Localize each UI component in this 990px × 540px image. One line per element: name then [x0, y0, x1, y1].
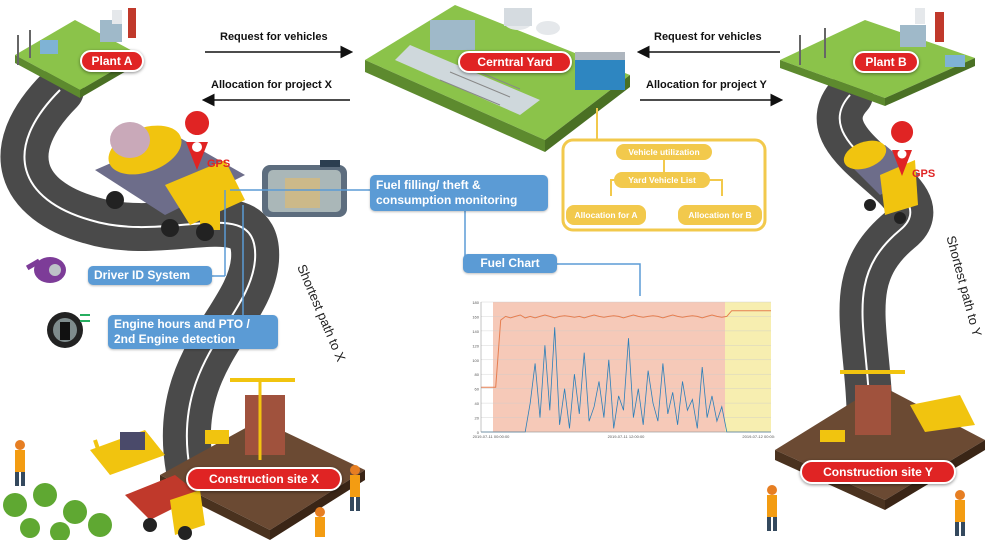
chart-ytick-label: 100 [472, 358, 479, 363]
central-yard-illustration [365, 5, 630, 152]
gps-pin-icon [185, 111, 210, 170]
chart-ytick-label: 40 [475, 401, 480, 406]
right-road [816, 72, 934, 453]
palm-trees-illustration [3, 483, 112, 540]
gps-pin-icon [891, 121, 914, 176]
chart-xtick-label: 2019-07-11 00:00:00 [473, 434, 511, 439]
vehicle-utilization-pill: Vehicle utilization [616, 144, 712, 160]
chart-series-line [481, 310, 771, 388]
left-request-label: Request for vehicles [220, 31, 328, 43]
chart-ytick-label: 80 [475, 372, 480, 377]
left-allocation-label: Allocation for project X [211, 79, 333, 91]
worker-figure [15, 440, 25, 486]
flow-arrows [201, 45, 784, 107]
allocation-a-pill: Allocation for A [566, 205, 646, 225]
gps-label-left: GPS [207, 158, 231, 170]
worker-figure [350, 465, 360, 511]
chart-yellow-band [725, 302, 771, 432]
fuel-monitoring-box: Fuel filling/ theft & consumption monito… [370, 175, 548, 211]
chart-ytick-label: 120 [472, 343, 479, 348]
chart-series-line [481, 327, 771, 433]
worker-figure [315, 507, 325, 537]
fuel-tank-illustration [262, 160, 347, 217]
fuel-chart-box: Fuel Chart [463, 254, 557, 273]
plant-a-label: Plant A [80, 50, 144, 72]
driver-id-box: Driver ID System [88, 266, 212, 285]
excavator-illustration [90, 430, 165, 475]
fuel-chart: 0 20 40 60 80 100 120 140 160 180 2019-07-11 00:00… [465, 296, 775, 444]
engine-hours-box: Engine hours and PTO / 2nd Engine detect… [108, 315, 278, 349]
worker-figure [767, 485, 777, 531]
construction-site-y-label: Construction site Y [800, 460, 956, 484]
chart-ytick-label: 160 [472, 314, 479, 319]
chart-ytick-label: 20 [475, 416, 480, 421]
yard-vehicle-list-pill: Yard Vehicle List [614, 172, 710, 188]
mixer-truck-right [843, 140, 920, 224]
allocation-b-pill: Allocation for B [678, 205, 762, 225]
ignition-key-icon [47, 312, 90, 348]
chart-ytick-label: 140 [472, 329, 479, 334]
construction-site-y-illustration [775, 370, 985, 510]
dump-truck-illustration [125, 475, 205, 540]
right-allocation-label: Allocation for project Y [646, 79, 767, 91]
plant-b-label: Plant B [853, 51, 919, 73]
driver-id-key-icon [25, 257, 66, 283]
worker-figure [955, 490, 965, 536]
right-request-label: Request for vehicles [654, 31, 762, 43]
gps-label-right: GPS [912, 168, 936, 180]
chart-xtick-label: 2019-07-12 00:00:00 [742, 434, 775, 439]
chart-ytick-label: 0 [477, 430, 480, 435]
chart-ytick-label: 60 [475, 387, 480, 392]
construction-site-x-label: Construction site X [186, 467, 342, 491]
central-yard-label: Cerntral Yard [458, 51, 572, 73]
chart-ytick-label: 180 [472, 300, 479, 305]
chart-xtick-label: 2019-07-11 12:00:00 [608, 434, 646, 439]
